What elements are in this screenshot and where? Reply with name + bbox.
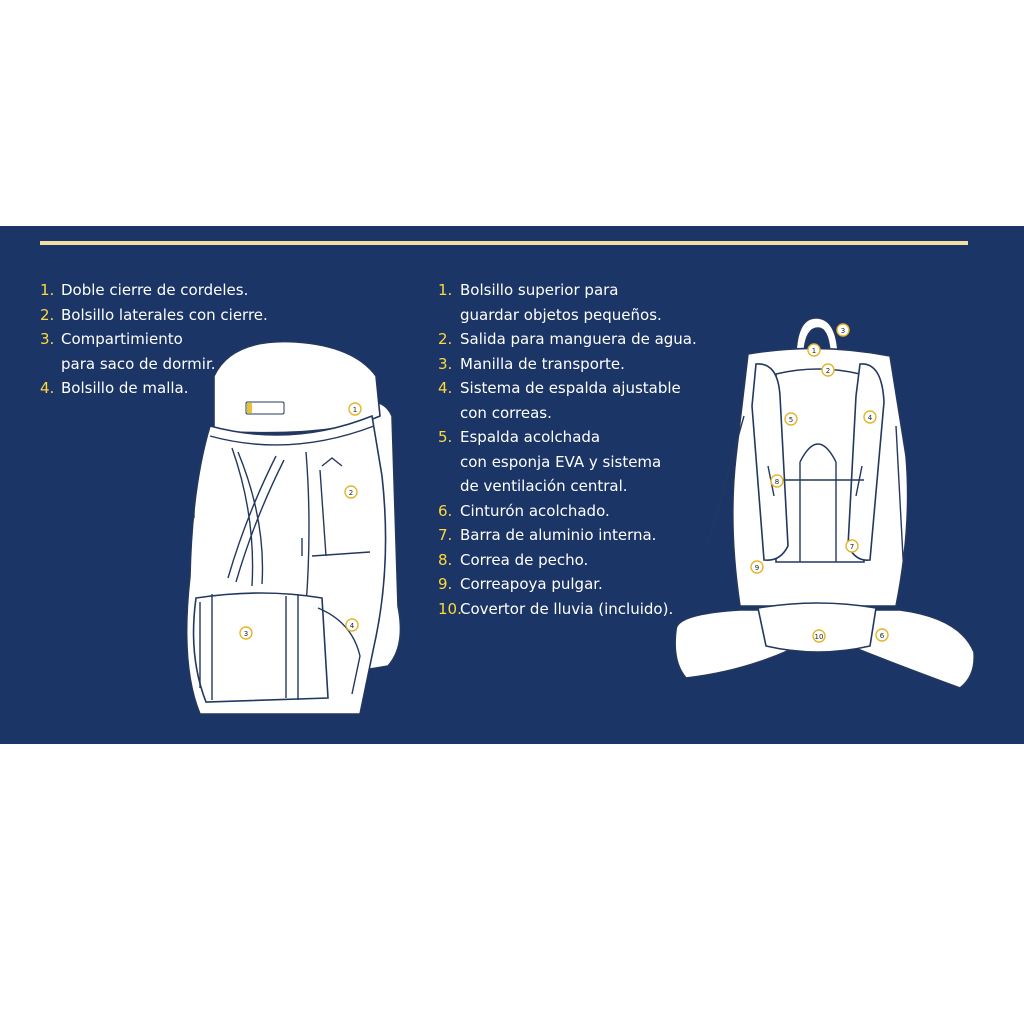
feature-number: 5. — [438, 428, 453, 446]
feature-text: Correapoya pulgar. — [460, 575, 603, 593]
front-buckle-details — [193, 457, 343, 556]
front-bottom-pocket — [192, 592, 329, 703]
feature-text: Espalda acolchada con esponja EVA y sist… — [460, 428, 662, 495]
feature-text: Compartimiento para saco de dormir. — [61, 330, 216, 373]
front-callout-1-label: 1 — [353, 406, 357, 414]
feature-item: 4. Sistema de espalda ajustable con corre… — [438, 376, 697, 425]
front-callout-3-label: 3 — [244, 630, 248, 638]
national-geographic-logo — [245, 401, 285, 415]
feature-text: Doble cierre de cordeles. — [61, 281, 249, 299]
feature-text: Cinturón acolchado. — [460, 501, 610, 520]
back-strap-webbing — [707, 415, 905, 577]
back-callout-10-label: 10 — [815, 633, 824, 641]
back-callout-4-label: 4 — [868, 414, 873, 422]
feature-text: Bolsillo laterales con cierre. — [61, 305, 268, 324]
back-callout-6 — [875, 628, 889, 642]
feature-item: 4. Bolsillo de malla. — [40, 376, 268, 401]
back-callout-3-label: 3 — [841, 327, 845, 335]
feature-text: Correa de pecho. — [460, 550, 589, 569]
back-callout-2 — [821, 363, 835, 377]
feature-item: 7. Barra de aluminio interna. — [438, 523, 697, 548]
feature-number: 4. — [438, 379, 453, 397]
feature-text: Bolsillo de malla. — [61, 379, 189, 397]
feature-number: 2. — [438, 330, 453, 348]
feature-text: Sistema de espalda ajustable con correas… — [460, 379, 681, 422]
back-callout-7-label: 7 — [850, 543, 854, 551]
back-lumbar-pad — [757, 602, 877, 653]
feature-item: 2. Bolsillo laterales con cierre. — [40, 303, 268, 328]
front-callout-1 — [348, 402, 362, 416]
feature-item: 1. Bolsillo superior para guardar objetos… — [438, 278, 697, 327]
front-compression-straps — [199, 469, 371, 700]
front-x-straps — [227, 447, 285, 587]
feature-text: Bolsillo superior para guardar objetos p… — [460, 281, 662, 324]
feature-text: Barra de aluminio interna. — [460, 526, 657, 544]
features-panel: 1. Doble cierre de cordeles. 2. Bolsillo l… — [0, 226, 1024, 744]
back-callout-5-label: 5 — [789, 416, 793, 424]
feature-text: Salida para manguera de agua. — [460, 330, 697, 348]
feature-number: 2. — [40, 305, 55, 324]
feature-item: 2. Salida para manguera de agua. — [438, 327, 697, 352]
back-callout-3 — [836, 323, 850, 337]
feature-item: 9. Correapoya pulgar. — [438, 572, 697, 597]
front-callout-4-label: 4 — [350, 622, 355, 630]
back-callout-8-label: 8 — [775, 478, 779, 486]
feature-number: 7. — [438, 526, 453, 544]
backpack-illustrations: 1 2 3 4 3 1 2 5 — [185, 317, 976, 715]
feature-number: 1. — [438, 281, 453, 299]
feature-item: 6. Cinturón acolchado. — [438, 499, 697, 524]
feature-item: 5. Espalda acolchada con esponja EVA y si… — [438, 425, 697, 499]
front-lid — [213, 340, 381, 434]
front-features-list: 1. Doble cierre de cordeles. 2. Bolsillo l… — [40, 278, 268, 401]
front-callout-2-label: 2 — [349, 489, 353, 497]
feature-item: 1. Doble cierre de cordeles. — [40, 278, 268, 303]
back-callout-6-label: 6 — [880, 632, 885, 640]
feature-number: 8. — [438, 550, 453, 569]
back-callout-9 — [750, 560, 764, 574]
front-callout-3 — [239, 626, 253, 640]
back-ventilation-channel — [799, 443, 837, 562]
feature-number: 10. — [438, 599, 462, 618]
backpack-front-illustration: 1 2 3 4 — [185, 340, 402, 715]
accent-rule — [40, 241, 968, 245]
front-zipper-line — [209, 425, 375, 607]
back-callout-10 — [812, 629, 826, 643]
back-callout-1 — [807, 343, 821, 357]
feature-item: 10.Covertor de lluvia (incluido). — [438, 597, 697, 622]
feature-number: 4. — [40, 379, 55, 397]
feature-number: 1. — [40, 281, 55, 299]
feature-text: Manilla de transporte. — [460, 354, 625, 373]
feature-number: 9. — [438, 575, 453, 593]
feature-item: 3. Compartimiento para saco de dormir. — [40, 327, 268, 376]
feature-item: 8. Correa de pecho. — [438, 548, 697, 573]
feature-number: 3. — [438, 354, 453, 373]
logo-yellow-rectangle-icon — [247, 403, 252, 413]
back-callout-2-label: 2 — [826, 367, 830, 375]
back-callout-7 — [845, 539, 859, 553]
front-callout-4 — [345, 618, 359, 632]
feature-number: 6. — [438, 501, 453, 520]
back-callout-9-label: 9 — [755, 564, 759, 572]
back-callout-1-label: 1 — [812, 347, 816, 355]
feature-number: 3. — [40, 330, 55, 348]
feature-text: Covertor de lluvia (incluido). — [460, 599, 674, 618]
back-callout-5 — [784, 412, 798, 426]
backpack-back-illustration: 3 1 2 5 4 8 7 9 10 6 — [674, 317, 976, 689]
feature-item: 3. Manilla de transporte. — [438, 352, 697, 377]
front-callout-2 — [344, 485, 358, 499]
back-callout-8 — [770, 474, 784, 488]
back-callout-4 — [863, 410, 877, 424]
back-left-shoulder-strap — [751, 363, 789, 562]
back-features-list: 1. Bolsillo superior para guardar objetos… — [438, 278, 697, 621]
